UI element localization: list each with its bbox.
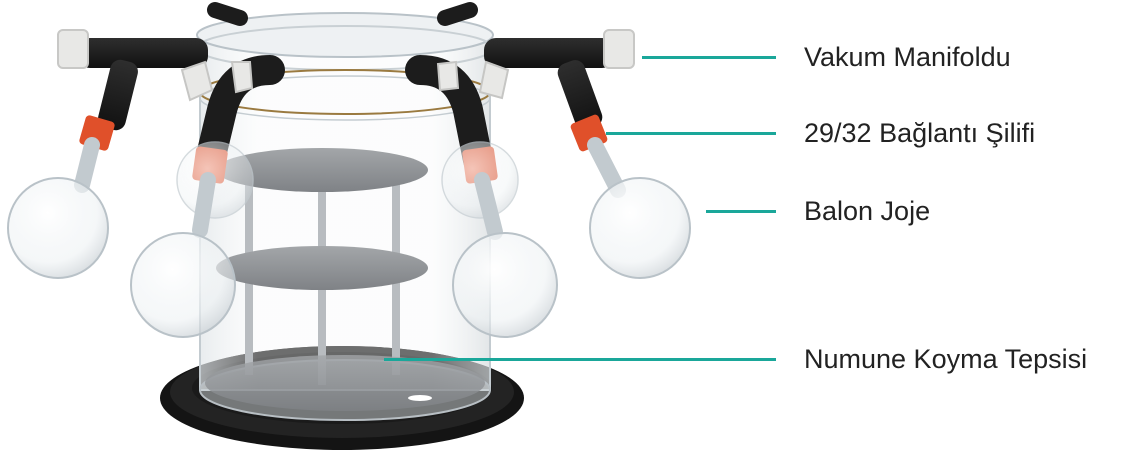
label-sample-tray: Numune Koyma Tepsisi: [804, 346, 1087, 373]
label-flask: Balon Joje: [804, 198, 930, 225]
leader-line-vacuum-manifold: [642, 56, 776, 59]
label-vacuum-manifold: Vakum Manifoldu: [804, 44, 1011, 71]
leader-line-flask: [706, 210, 776, 213]
label-joint: 29/32 Bağlantı Şilifi: [804, 120, 1035, 147]
leader-line-joint: [606, 132, 776, 135]
leader-line-tray: [384, 358, 776, 361]
